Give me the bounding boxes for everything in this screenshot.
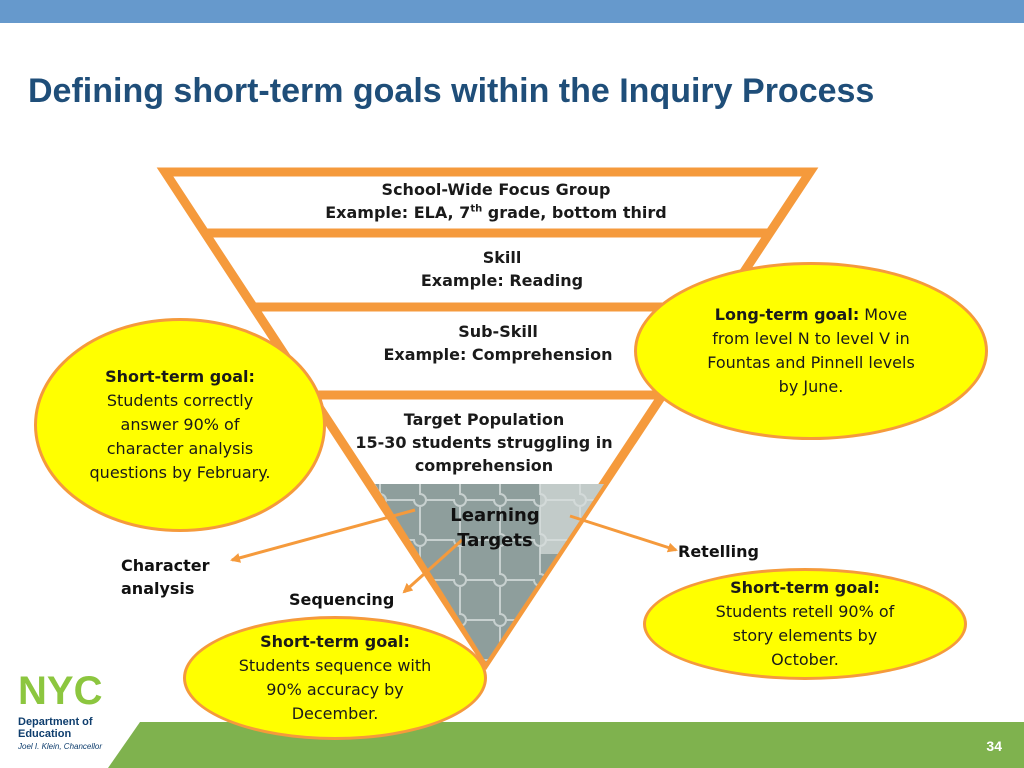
character-goal-oval: Short-term goal: Students correctly answ… [34,318,326,532]
learning-targets-label: Learning Targets [450,505,540,551]
sequencing-goal-oval: Short-term goal: Students sequence with … [183,616,487,740]
page-number: 34 [986,738,1002,754]
level-target-population: Target Population 15-30 students struggl… [348,408,620,477]
long-term-goal-label: Long-term goal: [714,305,860,324]
nyc-doe-logo: NYC Department of Education Joel I. Klei… [18,669,128,751]
long-term-goal-text: Move from level N to level V in Fountas … [707,305,920,396]
sequencing-goal-label: Short-term goal: [260,632,410,651]
level-sub-skill: Sub-Skill Example: Comprehension [360,320,636,366]
arrow-to-retelling [569,514,678,553]
level-4-title: Target Population [403,410,565,429]
top-bar [0,0,1024,23]
slide-title: Defining short-term goals within the Inq… [28,72,875,110]
level-3-title: Sub-Skill [458,322,538,341]
character-goal-text: Students correctly answer 90% of charact… [89,391,271,482]
level-4-description-2: comprehension [414,456,554,475]
long-term-goal-oval: Long-term goal: Move from level N to lev… [634,262,988,440]
level-skill: Skill Example: Reading [352,246,652,292]
retelling-goal-text: Students retell 90% of story elements by… [715,602,895,669]
level-2-title: Skill [482,248,522,267]
level-3-example: Example: Comprehension [383,345,613,364]
sequencing-goal-text: Students sequence with 90% accuracy by D… [238,656,432,723]
level-1-example: Example: ELA, 7th grade, bottom third [325,203,667,222]
nyc-logo-mark: NYC [18,669,102,713]
character-goal-label: Short-term goal: [105,367,255,386]
logo-department-line1: Department of [18,716,93,728]
branch-character-analysis: Character analysis [121,556,210,598]
level-4-description-1: 15-30 students struggling in [355,433,613,452]
svg-text:NYC: NYC [18,672,102,708]
logo-chancellor: Joel I. Klein, Chancellor [18,742,103,751]
retelling-goal-oval: Short-term goal: Students retell 90% of … [643,568,967,680]
arrow-to-sequencing [402,538,464,594]
level-2-example: Example: Reading [420,271,584,290]
level-1-title: School-Wide Focus Group [381,180,611,199]
arrow-to-character-analysis [230,508,416,563]
branch-retelling: Retelling [678,542,759,561]
bottom-bar [108,722,1024,768]
branch-sequencing: Sequencing [289,590,395,609]
logo-department-line2: Education [18,728,72,740]
level-school-wide-focus-group: School-Wide Focus Group Example: ELA, 7t… [290,178,702,224]
retelling-goal-label: Short-term goal: [730,578,880,597]
